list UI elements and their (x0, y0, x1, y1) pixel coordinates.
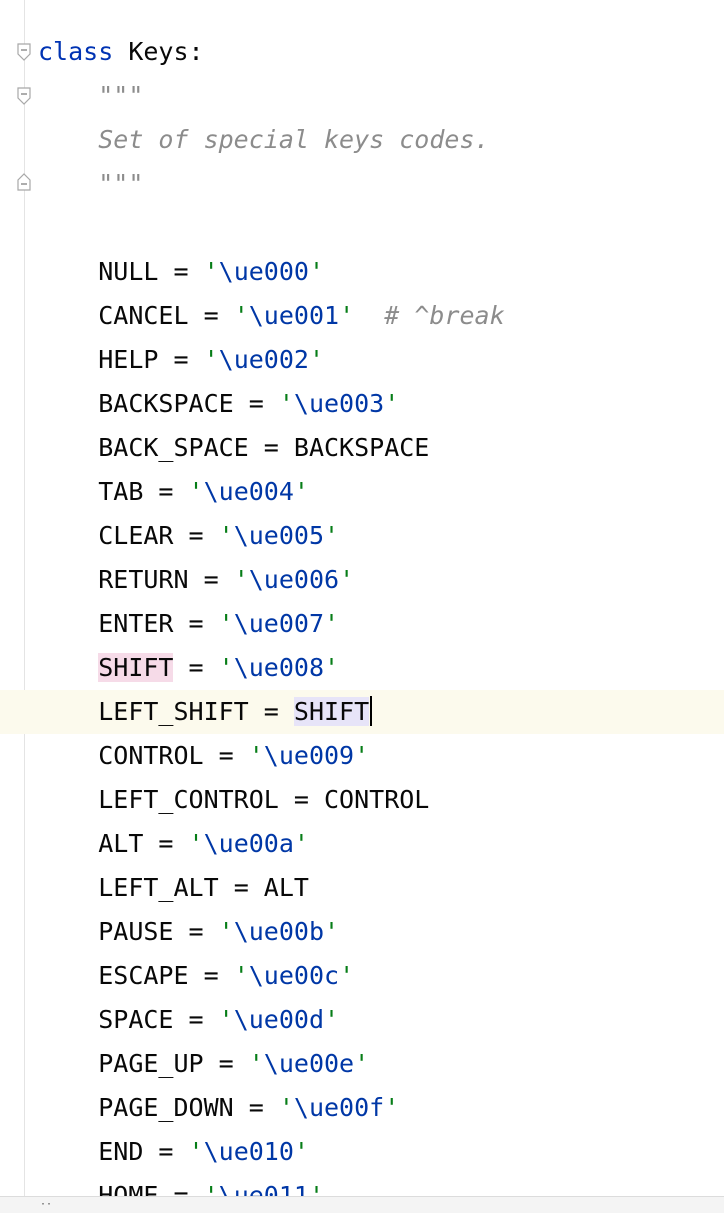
keyword-class: class (38, 37, 114, 66)
string-value: \ue011 (218, 1181, 309, 1196)
code-line[interactable]: class Keys: (0, 30, 724, 74)
var-name: PAGE_UP (98, 1049, 204, 1078)
code-line[interactable]: NULL = '\ue000' (98, 257, 325, 286)
var-name: SPACE (98, 1005, 174, 1034)
string-value: \ue009 (263, 741, 355, 770)
code-line[interactable]: LEFT_CONTROL = CONTROL (98, 785, 430, 814)
string-value: \ue001 (248, 301, 340, 330)
code-line[interactable]: PAGE_DOWN = '\ue00f' (98, 1093, 400, 1122)
var-name: HELP (98, 345, 159, 374)
string-value: \ue006 (248, 565, 340, 594)
var-name: CONTROL (98, 741, 204, 770)
current-code-line[interactable]: LEFT_SHIFT = SHIFT (0, 690, 724, 734)
code-line[interactable]: CANCEL = '\ue001' # ^break (98, 301, 505, 330)
var-name: HOME (98, 1181, 159, 1196)
code-line[interactable]: BACK_SPACE = BACKSPACE (98, 433, 430, 462)
code-line[interactable]: TAB = '\ue004' (98, 477, 309, 506)
code-line[interactable]: PAGE_UP = '\ue00e' (98, 1049, 370, 1078)
var-name: ESCAPE (98, 961, 189, 990)
var-name: BACKSPACE (98, 389, 234, 418)
code-line[interactable]: BACKSPACE = '\ue003' (98, 389, 400, 418)
string-value: \ue007 (233, 609, 325, 638)
class-name: Keys (128, 37, 189, 66)
code-line[interactable]: LEFT_ALT = ALT (98, 873, 309, 902)
var-name: PAGE_DOWN (98, 1093, 234, 1122)
fold-class-icon[interactable] (16, 43, 32, 61)
horizontal-scrollbar[interactable]: ·· (0, 1196, 724, 1213)
var-name: END (98, 1137, 144, 1166)
var-name: NULL (98, 257, 159, 286)
string-value: \ue00b (233, 917, 325, 946)
var-reference: CONTROL (324, 785, 430, 814)
code-line[interactable]: ESCAPE = '\ue00c' (98, 961, 355, 990)
code-line[interactable]: """ (0, 74, 724, 118)
string-value: \ue003 (293, 389, 385, 418)
code-line[interactable]: CLEAR = '\ue005' (98, 521, 340, 550)
string-value: \ue002 (218, 345, 309, 374)
var-name-write-highlight: SHIFT (98, 653, 174, 682)
var-reference: BACKSPACE (293, 433, 430, 462)
var-name: PAUSE (98, 917, 174, 946)
string-value: \ue00d (233, 1005, 325, 1034)
string-value: \ue00c (248, 961, 340, 990)
string-value: \ue00f (293, 1093, 385, 1122)
string-value: \ue005 (233, 521, 325, 550)
code-line-partial[interactable]: HOME = '\ue011' (0, 1174, 724, 1196)
var-name: RETURN (98, 565, 189, 594)
colon: : (188, 37, 204, 66)
var-name: TAB (98, 477, 144, 506)
editor-gutter[interactable] (0, 0, 25, 1196)
text-caret (370, 696, 373, 726)
code-line[interactable]: """ (0, 162, 724, 206)
var-name: BACK_SPACE (98, 433, 249, 462)
code-line[interactable]: HELP = '\ue002' (98, 345, 325, 374)
code-line[interactable]: RETURN = '\ue006' (98, 565, 355, 594)
string-value: \ue010 (203, 1137, 294, 1166)
docstring-close: """ (98, 169, 144, 198)
code-line[interactable]: CONTROL = '\ue009' (98, 741, 370, 770)
code-line[interactable]: SHIFT = '\ue008' (98, 653, 340, 682)
docstring-open: """ (98, 81, 144, 110)
string-value: \ue00e (263, 1049, 355, 1078)
code-line[interactable]: PAUSE = '\ue00b' (98, 917, 340, 946)
var-name: CLEAR (98, 521, 174, 550)
fold-end-icon[interactable] (16, 173, 32, 191)
var-name: LEFT_SHIFT (98, 697, 249, 726)
code-line[interactable]: END = '\ue010' (98, 1137, 309, 1166)
var-name: LEFT_ALT (98, 873, 219, 902)
fold-docstring-icon[interactable] (16, 87, 32, 105)
code-line[interactable]: ALT = '\ue00a' (98, 829, 309, 858)
docstring-text: Set of special keys codes. (98, 125, 490, 154)
line-comment: # ^break (384, 301, 505, 330)
string-value: \ue000 (218, 257, 309, 286)
code-line[interactable]: Set of special keys codes. (0, 118, 724, 162)
var-reference-read-highlight: SHIFT (293, 697, 370, 726)
scroll-marker-icon: ·· (40, 1199, 53, 1210)
var-name: LEFT_CONTROL (98, 785, 279, 814)
var-name: CANCEL (98, 301, 189, 330)
code-line[interactable]: SPACE = '\ue00d' (98, 1005, 340, 1034)
var-reference: ALT (263, 873, 309, 902)
string-value: \ue004 (203, 477, 294, 506)
var-name: ALT (98, 829, 144, 858)
string-value: \ue00a (203, 829, 294, 858)
code-line[interactable]: ENTER = '\ue007' (98, 609, 340, 638)
var-name: ENTER (98, 609, 174, 638)
string-value: \ue008 (233, 653, 325, 682)
